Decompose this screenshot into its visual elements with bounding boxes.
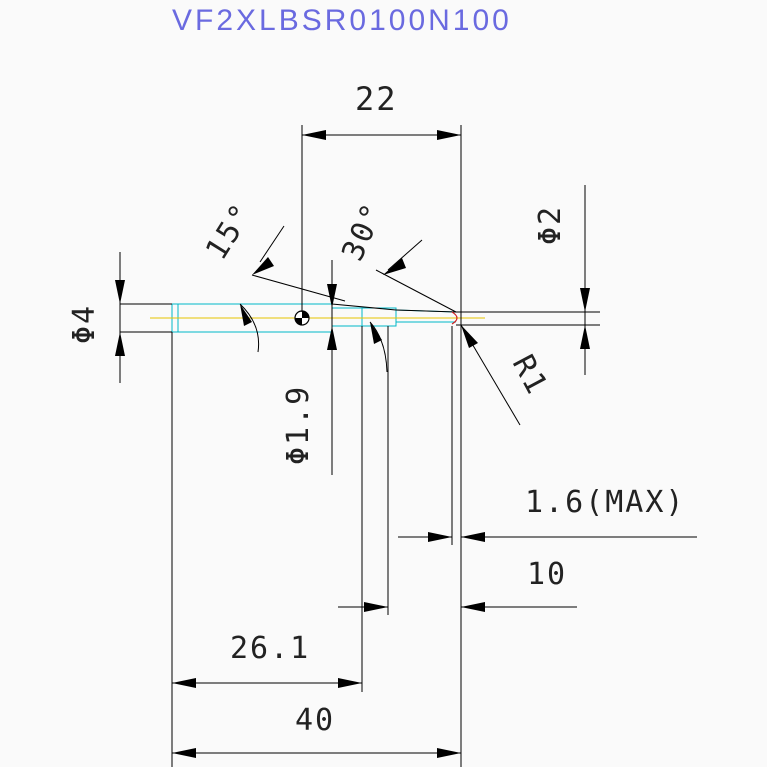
dimension-1-6-max: 1.6(MAX) bbox=[398, 326, 697, 545]
angle-15: 15° bbox=[199, 197, 346, 353]
angle-30: 30° bbox=[335, 197, 457, 373]
dimension-10: 10 bbox=[338, 326, 577, 767]
dim-label-1-6-max: 1.6(MAX) bbox=[525, 485, 686, 520]
dimension-phi-4: Φ4 bbox=[67, 252, 172, 383]
dim-label-10: 10 bbox=[527, 557, 567, 592]
dim-label-26-1: 26.1 bbox=[230, 631, 310, 666]
dim-label-22: 22 bbox=[355, 80, 398, 118]
dim-label-phi-2: Φ2 bbox=[533, 205, 568, 245]
dim-label-40: 40 bbox=[295, 703, 335, 738]
angle-label-15: 15° bbox=[199, 197, 261, 267]
dimension-40: 40 bbox=[172, 703, 461, 758]
dimension-phi-1-9: Φ1.9 bbox=[281, 260, 337, 475]
dimension-phi-2: Φ2 bbox=[533, 185, 590, 375]
dimension-22: 22 bbox=[301, 80, 462, 330]
dim-label-phi-4: Φ4 bbox=[67, 304, 102, 344]
radius-r1: R1 bbox=[460, 324, 555, 426]
radius-label: R1 bbox=[505, 349, 555, 401]
part-number-title: VF2XLBSR0100N100 bbox=[172, 4, 512, 37]
angle-label-30: 30° bbox=[335, 197, 391, 266]
datum-marker bbox=[294, 310, 310, 326]
dim-label-phi-1-9: Φ1.9 bbox=[281, 385, 316, 465]
tool-tip bbox=[331, 303, 600, 326]
dimension-26-1: 26.1 bbox=[171, 326, 363, 767]
